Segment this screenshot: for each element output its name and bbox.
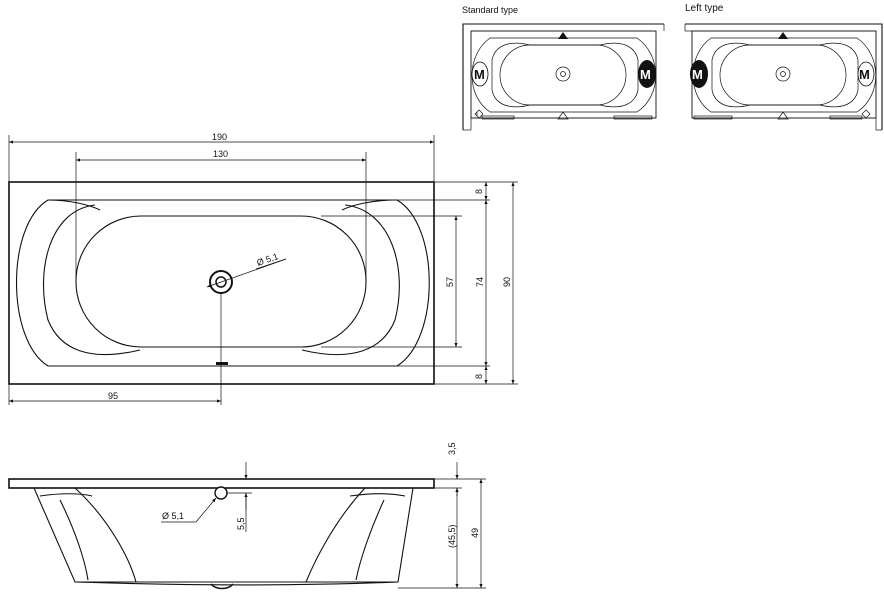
dim-drain-offset: 95 [108,391,118,401]
standard-type-diagram: Standard type M M [462,5,665,131]
left-right-motor-marker [857,61,875,87]
dim-basin-width: 74 [475,277,485,287]
standard-bottom-triangle-icon [557,111,569,120]
plan-outer-rim [8,181,435,385]
svg-text:M: M [692,67,703,82]
dim-overall-width: 90 [502,277,512,287]
left-type-title: Left type [685,3,724,14]
left-type-diagram: Left type M M [684,3,883,131]
dim-inner-length: 130 [213,149,228,159]
left-left-motor-marker [690,60,708,88]
side-overflow-diameter-label: Ø 5,1 [162,511,184,521]
svg-text:M: M [474,67,485,82]
side-body [33,487,414,583]
standard-top-triangle-icon [558,32,568,39]
dim-overall-length: 190 [212,132,227,142]
dim-overflow-height: 5,5 [236,517,246,530]
dim-rim-top: 8 [474,189,484,194]
standard-type-title: Standard type [462,5,518,15]
svg-text:M: M [859,67,870,82]
left-bottom-triangle-icon [777,111,789,120]
standard-right-motor-marker [638,60,656,88]
standard-left-motor-marker [471,61,489,87]
left-top-triangle-icon [778,32,788,39]
plan-view: Ø 5,1 190 130 8 57 74 90 8 [8,132,518,405]
left-corner-diamond-icon [861,109,871,119]
dim-total-height: 49 [470,528,480,538]
svg-text:M: M [640,67,651,82]
dim-rim-thickness: 3,5 [447,442,457,455]
side-view: Ø 5,1 5,5 3,5 (45,5) 49 [8,442,486,590]
dim-rim-bottom: 8 [474,374,484,379]
dim-inner-depth: (45,5) [447,524,457,548]
dim-inner-width: 57 [445,277,455,287]
side-overflow [214,486,228,500]
